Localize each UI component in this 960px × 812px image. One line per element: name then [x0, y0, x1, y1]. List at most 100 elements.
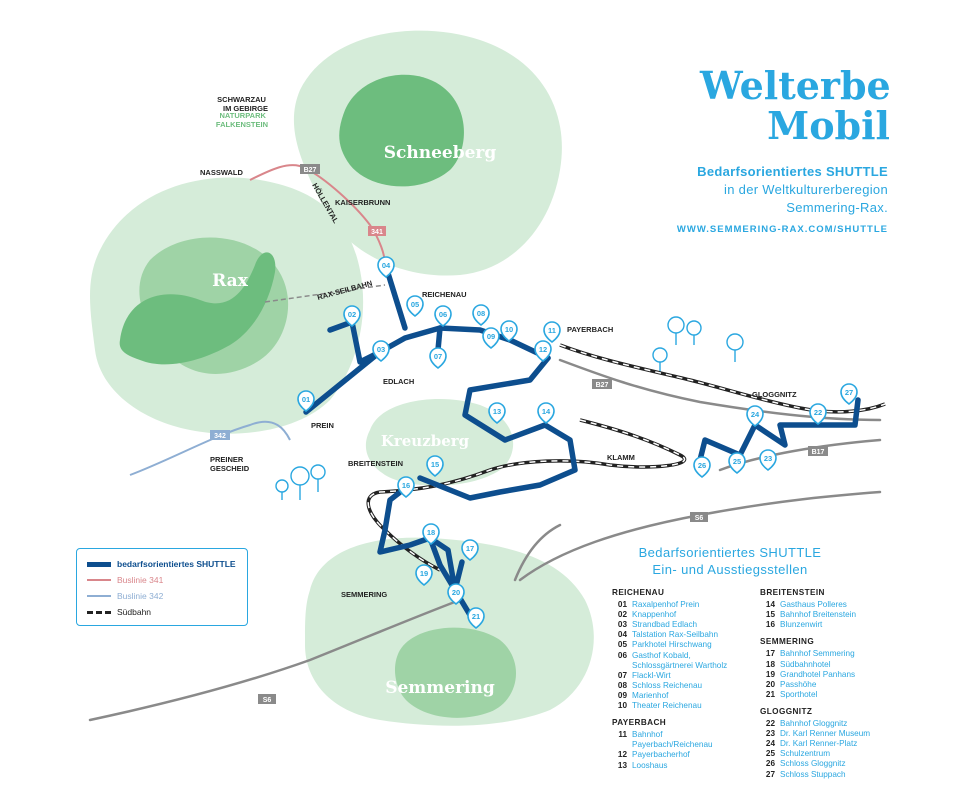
stop-marker[interactable]: 21: [467, 607, 485, 630]
stop-marker[interactable]: 19: [415, 564, 433, 587]
stop-marker-label: 23: [764, 454, 772, 463]
subtitle-line-1: Bedarfsorientiertes SHUTTLE: [697, 164, 888, 179]
stop-name: Raxalpenhof Prein: [632, 600, 700, 610]
place-schwarzau: SCHWARZAU IM GEBIRGE: [217, 95, 268, 113]
stop-name: Gasthof Kobald, Schlossgärtnerei Warthol…: [632, 650, 728, 670]
stop-marker-label: 14: [542, 407, 551, 416]
place-schwarzau-l1: SCHWARZAU: [217, 95, 266, 104]
place-preiner-l1: PREINER: [210, 455, 244, 464]
stop-marker[interactable]: 16: [397, 476, 415, 499]
stop-marker[interactable]: 17: [461, 539, 479, 562]
stop-number: 09: [617, 690, 627, 700]
stop-number: 12: [617, 750, 627, 760]
shuttle-breitenstein-semmering: [377, 483, 476, 621]
stop-name: Payerbacherhof: [632, 750, 690, 760]
legend-bus-342-label: Buslinie 342: [117, 591, 164, 601]
legend-bus-341-swatch: [87, 579, 111, 581]
stop-name: Schloss Reichenau: [632, 680, 703, 690]
schneeberg-core: [339, 74, 464, 187]
stop-marker-label: 03: [377, 345, 385, 354]
place-prein: PREIN: [311, 421, 334, 430]
stop-name: Bahnhof Gloggnitz: [780, 719, 848, 729]
stop-group-title: PAYERBACH: [612, 718, 667, 728]
stop-marker[interactable]: 12: [534, 340, 552, 363]
place-naturpark: NATURPARK FALKENSTEIN: [216, 111, 268, 129]
stop-marker[interactable]: 03: [372, 340, 390, 363]
stop-pin-icon: [809, 403, 827, 426]
stop-marker[interactable]: 10: [500, 320, 518, 343]
stop-marker[interactable]: 08: [472, 304, 490, 327]
stop-marker[interactable]: 25: [728, 452, 746, 475]
stop-marker-label: 05: [411, 300, 419, 309]
stop-number: 14: [765, 600, 775, 610]
website-link[interactable]: WWW.SEMMERING-RAX.COM/SHUTTLE: [676, 224, 888, 235]
stop-marker-label: 13: [493, 407, 501, 416]
stop-number: 20: [765, 679, 775, 689]
stop-marker-label: 15: [431, 460, 439, 469]
region-label-rax: Rax: [212, 271, 249, 291]
stop-pin-icon: [472, 304, 490, 327]
badge-b17: B17: [812, 449, 825, 456]
stop-name: Bahnhof Payerbach/Reichenau: [632, 730, 713, 750]
badge-s6-east: S6: [695, 515, 704, 522]
stop-name: Dr. Karl Renner Museum: [780, 729, 871, 739]
rax-seilbahn-line: [264, 284, 386, 303]
stop-marker[interactable]: 22: [809, 403, 827, 426]
stop-pin-icon: [500, 320, 518, 343]
stop-group-title: SEMMERING: [760, 637, 815, 647]
stop-marker[interactable]: 24: [746, 405, 764, 428]
stop-marker[interactable]: 26: [693, 456, 711, 479]
stop-marker[interactable]: 01: [297, 390, 315, 413]
stop-pin-icon: [693, 456, 711, 479]
stop-name: Schloss Stuppach: [780, 769, 846, 779]
stop-pin-icon: [377, 256, 395, 279]
stop-marker[interactable]: 07: [429, 347, 447, 370]
stop-number: 02: [617, 610, 627, 620]
tree-decorations: [275, 316, 744, 500]
stop-marker-label: 18: [427, 528, 435, 537]
stop-marker[interactable]: 09: [482, 327, 500, 350]
stop-pin-icon: [406, 295, 424, 318]
stop-marker-label: 06: [439, 310, 447, 319]
stop-marker[interactable]: 11: [543, 321, 561, 344]
stop-marker[interactable]: 06: [434, 305, 452, 328]
stop-marker[interactable]: 27: [840, 383, 858, 406]
stop-marker[interactable]: 20: [447, 583, 465, 606]
stop-marker[interactable]: 18: [422, 523, 440, 546]
stop-marker[interactable]: 23: [759, 449, 777, 472]
stop-number: 01: [617, 600, 627, 610]
stop-pin-icon: [397, 476, 415, 499]
stops-heading-line-1: Bedarfsorientiertes SHUTTLE: [638, 545, 822, 560]
stop-marker-label: 24: [751, 410, 760, 419]
stop-marker[interactable]: 04: [377, 256, 395, 279]
stop-marker[interactable]: 14: [537, 402, 555, 425]
shuttle-hirschwang: [384, 267, 408, 331]
stop-number: 27: [765, 769, 775, 779]
stop-name: Sporthotel: [780, 689, 818, 699]
shuttle-gloggnitz: [697, 397, 861, 463]
stop-marker[interactable]: 15: [426, 455, 444, 478]
stop-marker[interactable]: 05: [406, 295, 424, 318]
stop-pin-icon: [534, 340, 552, 363]
stop-pin-icon: [297, 390, 315, 413]
stop-name: Looshaus: [632, 760, 668, 770]
place-payerbach: PAYERBACH: [567, 325, 613, 334]
stop-marker[interactable]: 13: [488, 402, 506, 425]
place-schwarzau-l2: IM GEBIRGE: [223, 104, 268, 113]
stop-marker[interactable]: 02: [343, 305, 361, 328]
stop-marker-label: 22: [814, 408, 822, 417]
badge-s6-west: S6: [263, 697, 272, 704]
region-label-schneeberg: Schneeberg: [384, 143, 497, 163]
